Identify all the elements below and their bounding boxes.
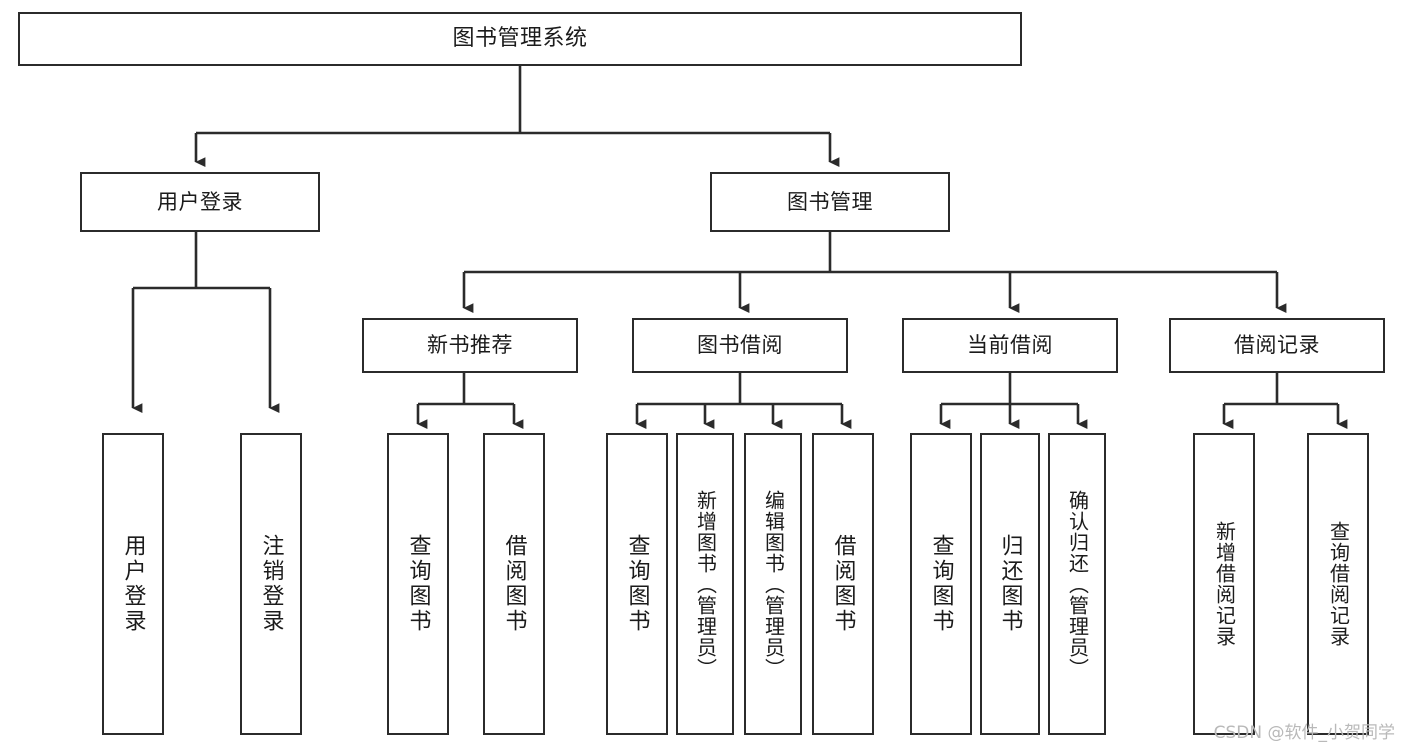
- node-new-book-recommend[interactable]: 新书推荐: [362, 318, 578, 373]
- node-label: 查询图书: [405, 534, 431, 634]
- node-leaf-add-borrow-record[interactable]: 新增借阅记录: [1193, 433, 1255, 735]
- node-label: 新书推荐: [427, 333, 513, 358]
- node-leaf-borrow-book-2[interactable]: 借阅图书: [812, 433, 874, 735]
- node-label: 查询图书: [624, 534, 650, 634]
- node-label: 借阅记录: [1234, 333, 1320, 358]
- node-label: 借阅图书: [501, 534, 527, 634]
- node-label: 确认归还（管理员）: [1065, 489, 1090, 679]
- node-label: 当前借阅: [967, 333, 1053, 358]
- node-leaf-logout[interactable]: 注销登录: [240, 433, 302, 735]
- node-leaf-user-login[interactable]: 用户登录: [102, 433, 164, 735]
- node-label: 归还图书: [997, 534, 1023, 634]
- node-leaf-query-book-2[interactable]: 查询图书: [606, 433, 668, 735]
- node-leaf-confirm-return-admin[interactable]: 确认归还（管理员）: [1048, 433, 1106, 735]
- node-leaf-query-book-3[interactable]: 查询图书: [910, 433, 972, 735]
- node-user-login[interactable]: 用户登录: [80, 172, 320, 232]
- node-label: 图书管理系统: [452, 26, 588, 52]
- node-label: 注销登录: [258, 534, 284, 634]
- node-label: 新增图书（管理员）: [693, 489, 718, 679]
- node-root-system[interactable]: 图书管理系统: [18, 12, 1022, 66]
- node-leaf-borrow-book-1[interactable]: 借阅图书: [483, 433, 545, 735]
- node-leaf-add-book-admin[interactable]: 新增图书（管理员）: [676, 433, 734, 735]
- node-label: 图书管理: [787, 189, 873, 214]
- node-leaf-query-book-1[interactable]: 查询图书: [387, 433, 449, 735]
- node-label: 编辑图书（管理员）: [761, 489, 786, 679]
- node-leaf-edit-book-admin[interactable]: 编辑图书（管理员）: [744, 433, 802, 735]
- node-leaf-return-book[interactable]: 归还图书: [980, 433, 1040, 735]
- node-label: 用户登录: [120, 534, 146, 634]
- node-leaf-query-borrow-record[interactable]: 查询借阅记录: [1307, 433, 1369, 735]
- node-label: 借阅图书: [830, 534, 856, 634]
- node-current-borrow[interactable]: 当前借阅: [902, 318, 1118, 373]
- node-borrow-record[interactable]: 借阅记录: [1169, 318, 1385, 373]
- node-label: 查询借阅记录: [1326, 521, 1351, 647]
- node-label: 新增借阅记录: [1212, 521, 1237, 647]
- node-label: 查询图书: [928, 534, 954, 634]
- node-label: 用户登录: [157, 189, 243, 214]
- node-label: 图书借阅: [697, 333, 783, 358]
- watermark-text: CSDN @软件_小贺同学: [1213, 723, 1395, 743]
- node-book-manage[interactable]: 图书管理: [710, 172, 950, 232]
- node-book-borrow[interactable]: 图书借阅: [632, 318, 848, 373]
